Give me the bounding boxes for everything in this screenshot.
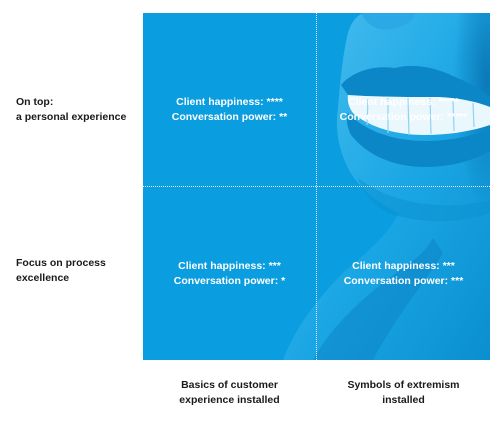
row-label-bottom-line1: Focus on process [16,257,106,269]
horizontal-divider [143,186,490,187]
row-label-bottom: Focus on process excellence [16,256,141,286]
nose-shape [361,13,415,30]
conversation-power-rating: Conversation power: ** [171,111,288,123]
quadrant-matrix: Client happiness: **** Conversation powe… [143,13,490,360]
lower-lip [347,113,490,167]
column-label-right-line2: installed [382,394,425,406]
column-label-right-line1: Symbols of extremism [347,379,460,391]
row-label-top: On top: a personal experience [16,95,141,125]
conversation-power-rating: Conversation power: ***** [339,111,468,123]
column-label-left-line2: experience installed [179,394,280,406]
quadrant-bottom-left: Client happiness: *** Conversation power… [143,259,316,289]
upper-lip [341,65,490,107]
quadrant-bottom-right: Client happiness: *** Conversation power… [317,259,490,289]
client-happiness-rating: Client happiness: *** [352,260,455,272]
client-happiness-rating: Client happiness: ***** [348,96,459,108]
quadrant-top-left: Client happiness: **** Conversation powe… [143,95,316,125]
teeth [347,95,490,135]
client-happiness-rating: Client happiness: *** [178,260,281,272]
column-label-left-line1: Basics of customer [181,379,278,391]
row-label-top-line1: On top: [16,96,54,108]
client-happiness-rating: Client happiness: **** [176,96,283,108]
row-label-bottom-line2: excellence [16,272,70,284]
conversation-power-rating: Conversation power: * [173,275,286,287]
conversation-power-rating: Conversation power: *** [343,275,464,287]
column-label-right: Symbols of extremism installed [317,378,490,408]
quadrant-top-right: Client happiness: ***** Conversation pow… [317,95,490,125]
row-label-top-line2: a personal experience [16,111,127,123]
column-label-left: Basics of customer experience installed [143,378,316,408]
